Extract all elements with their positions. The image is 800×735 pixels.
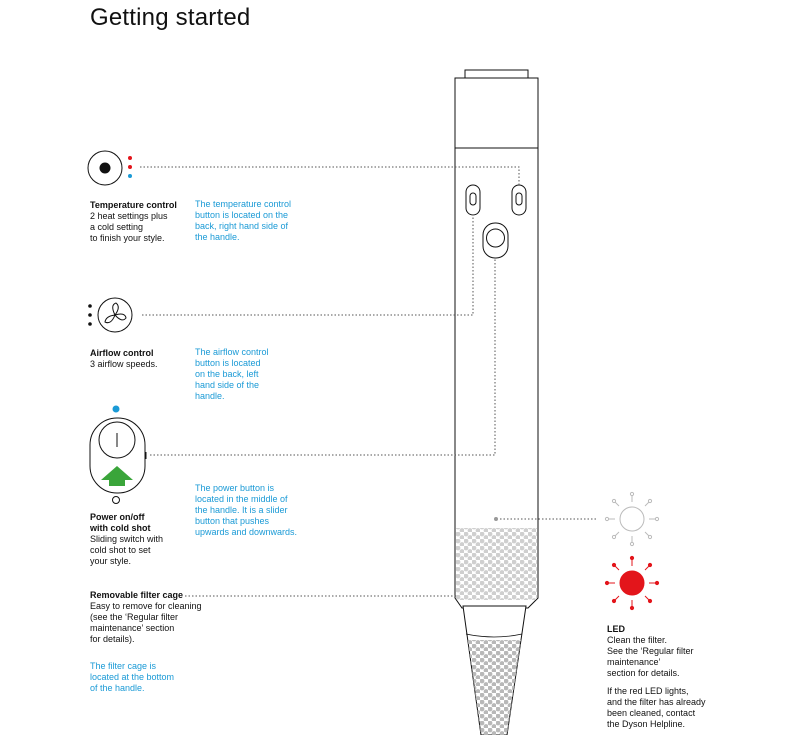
airflow-button-icon (88, 297, 133, 333)
fan-icon (104, 302, 127, 324)
led-off-icon (604, 491, 660, 547)
slide-up-arrow-icon (101, 466, 133, 486)
power-switch-icon (89, 405, 147, 504)
leader-lines (140, 166, 596, 597)
power-note: The power button is located in the middl… (195, 483, 298, 537)
temperature-control-label: Temperature control 2 heat settings plus… (90, 200, 177, 243)
filter-cage[interactable] (456, 528, 537, 600)
dryer-controls (465, 184, 527, 259)
filter-cage-note: The filter cage is located at the bottom… (90, 661, 175, 693)
hair-dryer-body (454, 69, 539, 609)
dryer-led-dot (494, 517, 498, 521)
temperature-control-note: The temperature control button is locate… (195, 199, 292, 242)
led-on-icon (604, 555, 660, 611)
heat-low-dot-icon (128, 165, 132, 169)
nozzle-cone (462, 605, 527, 735)
led-label: LED Clean the filter. See the ‘Regular f… (607, 624, 694, 678)
power-label: Power on/off with cold shot Sliding swit… (90, 512, 164, 566)
temperature-button-icon (87, 150, 132, 186)
filter-cage-label: Removable filter cage Easy to remove for… (90, 590, 202, 644)
dryer-top-cap (464, 69, 529, 79)
power-off-indicator-icon (112, 496, 120, 504)
led-note: If the red LED lights, and the filter ha… (607, 686, 706, 729)
airflow-control-label: Airflow control 3 airflow speeds. (90, 348, 158, 369)
heat-high-dot-icon (128, 156, 132, 160)
dryer-shaft (454, 147, 539, 609)
airflow-control-note: The airflow control button is located on… (195, 347, 269, 401)
cold-shot-indicator-icon (112, 405, 120, 413)
dryer-head (454, 77, 539, 149)
page-title: Getting started (90, 4, 251, 31)
cold-dot-icon (128, 174, 132, 178)
